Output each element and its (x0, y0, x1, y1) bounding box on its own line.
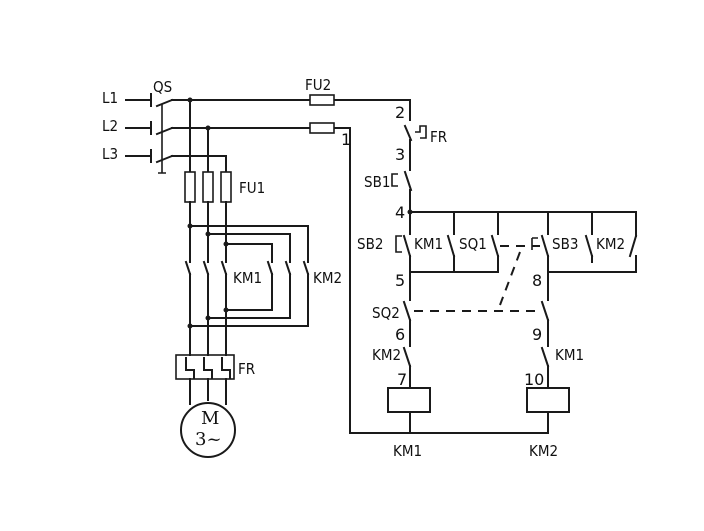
km2-feed-a (189, 225, 309, 263)
km2-coil-label: KM2 (529, 442, 558, 460)
km2-feed-b (207, 233, 291, 263)
km2-interlock-label: KM2 (372, 346, 401, 364)
fr-actuator (415, 125, 427, 139)
fu1-label: FU1 (239, 179, 265, 197)
km1-coil-label: KM1 (393, 442, 422, 460)
node-4-bus (409, 211, 637, 237)
node-7: 7 (397, 370, 407, 389)
incoming-lines (125, 99, 152, 157)
fu1-fuse-c (220, 171, 232, 203)
sq1-limit-contact (453, 211, 500, 273)
overload-elements (185, 357, 231, 379)
sb1-actuator (391, 173, 398, 187)
node-3: 3 (395, 145, 405, 164)
node-4: 4 (395, 203, 405, 222)
bus-l2 (171, 127, 549, 434)
phase-label-l2: L2 (102, 117, 118, 135)
node-5: 5 (395, 271, 405, 290)
sb1-stop-button (403, 157, 413, 213)
phase-label-l1: L1 (102, 89, 118, 107)
km2-feed-c (225, 243, 273, 263)
motor-symbol (180, 402, 236, 458)
sb3-reverse-start (540, 211, 550, 273)
sb1-label: SB1 (364, 173, 390, 191)
km1-main-contacts (184, 260, 228, 356)
fu2-label: FU2 (305, 76, 331, 94)
node-8: 8 (532, 271, 542, 290)
fu1-fuse-b (202, 171, 214, 203)
node-9: 9 (532, 325, 542, 344)
fr-contact-label: FR (430, 128, 447, 146)
sb2-label: SB2 (357, 235, 383, 253)
km2-interlock-contact (402, 335, 412, 387)
sb3-actuator (531, 237, 538, 250)
node-10: 10 (524, 370, 544, 389)
motor-letter: M (201, 408, 219, 429)
node-1: 1 (341, 130, 351, 149)
node-2: 2 (395, 103, 405, 122)
fr-nc-contact (403, 124, 413, 159)
fu1-feeds (189, 99, 227, 173)
isolator-mechanical-link (158, 104, 166, 174)
phase-label-l3: L3 (102, 145, 118, 163)
sb3-label: SB3 (552, 235, 578, 253)
power-circuit: L1 L2 L3 QS FU1 (102, 78, 549, 458)
fu1-fuse-a (184, 171, 196, 203)
km1-hold-label: KM1 (414, 235, 443, 253)
sq-cross-link (499, 251, 521, 306)
km2-coil (526, 387, 570, 413)
km2-power-label: KM2 (313, 269, 342, 287)
sb2-actuator (395, 235, 402, 253)
overload-relay-label: FR (238, 360, 255, 378)
fu2-fuse-a (309, 94, 335, 106)
control-circuit: FU2 1 2 FR 3 SB1 4 SB2 KM1 SQ1 5 SQ2 (305, 76, 638, 460)
km2-hold-contact-stub (584, 211, 594, 263)
overload-relay-block (175, 354, 235, 380)
km1-interlock-label: KM1 (555, 346, 584, 364)
km1-interlock-contact (540, 335, 550, 387)
sq2-label: SQ2 (372, 304, 400, 322)
sq1-nc-contact (540, 271, 550, 337)
km2-hold-contact (547, 234, 638, 273)
sq1-label: SQ1 (459, 235, 487, 253)
km1-coil (387, 387, 431, 413)
motor-leads (189, 378, 227, 405)
sb2-forward-start (402, 211, 412, 273)
motor-phase: 3~ (195, 429, 222, 450)
km2-main-contacts (189, 260, 310, 327)
isolator-blades (155, 98, 174, 164)
sq2-limit-contact (402, 300, 412, 337)
km2-hold-label: KM2 (596, 235, 625, 253)
fu2-fuse-b (309, 122, 335, 134)
isolator-label-qs: QS (153, 78, 172, 96)
wire-to-fr-contact (385, 99, 411, 121)
node-6: 6 (395, 325, 405, 344)
km1-power-label: KM1 (233, 269, 262, 287)
